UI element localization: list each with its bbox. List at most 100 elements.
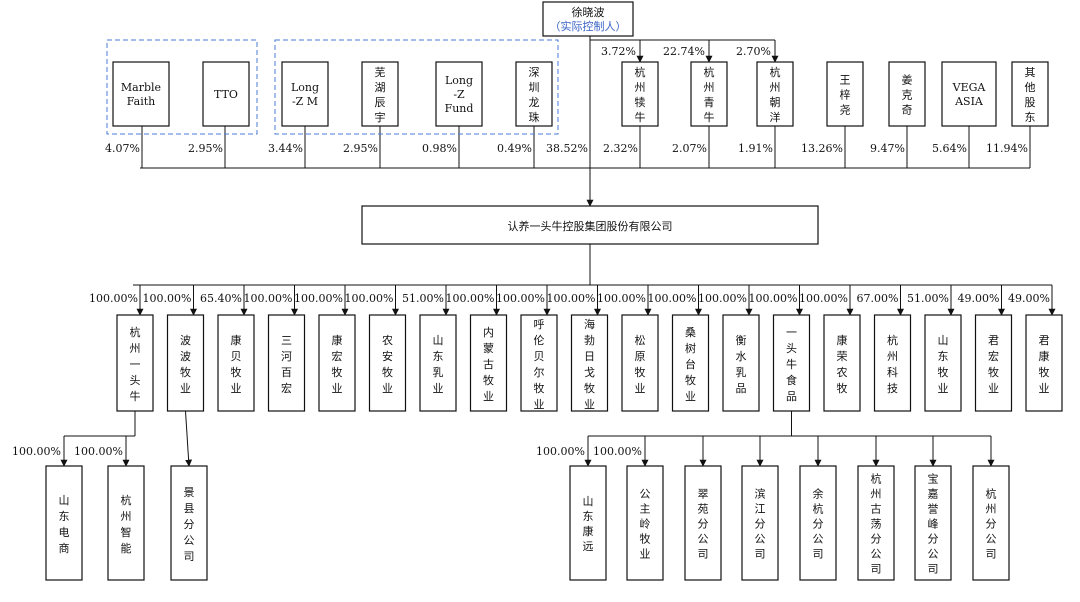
shareholder-box [888, 61, 926, 127]
subsidiary-pct: 49.00% [1008, 292, 1050, 305]
food-sub-box [972, 465, 1010, 581]
food-sub-box [857, 465, 895, 581]
subsidiary-name: 一头牛食品 [786, 326, 797, 403]
shareholder-box [112, 61, 170, 127]
subsidiary-box [217, 314, 255, 412]
shareholder-name: 其他股东 [1025, 66, 1036, 124]
subsidiary-box [974, 314, 1013, 412]
subsidiary-box [823, 314, 861, 412]
food-sub-box [799, 465, 837, 581]
food-sub-box [569, 465, 607, 581]
subsidiary-name: 呼伦贝尔牧业 [534, 318, 545, 411]
subsidiary-pct: 100.00% [749, 292, 798, 305]
subsidiary-pct: 51.00% [402, 292, 444, 305]
shareholder-box [690, 61, 728, 127]
food-sub-name: 滨江分公司 [755, 487, 766, 561]
shareholder-pct: 1.91% [738, 142, 773, 155]
shareholder-box [621, 61, 659, 127]
subsidiary-name: 波波牧业 [180, 334, 191, 395]
shareholder-name: 杭州犊牛 [635, 65, 646, 124]
subsidiary-box [873, 314, 912, 412]
shareholder-box [281, 61, 329, 127]
shareholder-pct: 2.95% [343, 142, 378, 155]
shareholder-pct: 0.98% [422, 142, 457, 155]
subsidiary-box [166, 314, 205, 412]
subsidiary-name: 山东乳业 [433, 334, 444, 395]
shareholder-box [361, 61, 399, 127]
subsidiary-box [318, 314, 356, 412]
subsidiary-box [1025, 314, 1063, 412]
entity-boxes [45, 1, 1063, 581]
food-sub-name: 宝嘉誉峰分公司 [928, 472, 939, 576]
food-sub-name: 杭州分公司 [986, 487, 997, 561]
controller-role: （实际控制人） [550, 19, 627, 33]
food-sub-name: 山东康远 [583, 495, 594, 553]
food-sub-box [914, 465, 952, 581]
controller-direct-pct: 38.52% [546, 142, 588, 155]
company-box [361, 205, 819, 245]
subsidiary-name: 衡水乳品 [736, 334, 747, 395]
subsidiary-pct: 100.00% [799, 292, 848, 305]
shareholder-pct: 2.32% [603, 142, 638, 155]
shareholder-name: 杭州朝洋 [770, 65, 781, 124]
subsidiary-pct: 100.00% [345, 292, 394, 305]
subsidiary-box [621, 314, 659, 412]
subsidiary-box [267, 314, 306, 412]
food-sub-pct: 100.00% [593, 445, 642, 458]
subsidiary-box [772, 314, 811, 412]
subsidiary-name: 海勃日戈牧业 [584, 317, 595, 411]
subsidiary-name: 君康牧业 [1039, 334, 1050, 395]
food-sub-pct: 100.00% [536, 445, 585, 458]
shareholder-name: 芜湖辰宇 [375, 65, 386, 124]
subsidiary-pct: 100.00% [547, 292, 596, 305]
shareholder-pct: 2.07% [672, 142, 707, 155]
subsidiary-pct: 100.00% [294, 292, 343, 305]
hz-sub-box [107, 465, 145, 581]
subsidiary-name: 康贝牧业 [231, 333, 242, 395]
subsidiary-pct: 67.00% [857, 292, 899, 305]
food-sub-name: 翠苑分公司 [698, 488, 709, 561]
subsidiary-box [924, 314, 962, 412]
connector-lines [60, 36, 1056, 467]
shareholder-box [1011, 61, 1049, 127]
foreign-investor-group [106, 39, 258, 135]
shareholder-pct: 5.64% [932, 142, 967, 155]
food-sub-name: 杭州古荡分公司 [871, 472, 882, 576]
subsidiary-name: 康宏牧业 [332, 333, 343, 395]
shareholder-box [435, 61, 483, 127]
subsidiary-pct: 100.00% [496, 292, 545, 305]
shareholder-box [941, 61, 997, 127]
subsidiary-name: 内蒙古牧业 [483, 325, 494, 403]
subsidiary-box [368, 314, 407, 412]
subsidiary-box [469, 314, 508, 412]
subsidiary-name: 康荣农牧 [837, 333, 848, 395]
controller-box [542, 1, 634, 37]
shareholder-box [756, 61, 794, 127]
shareholder-box [202, 61, 250, 127]
food-sub-box [684, 465, 722, 581]
shareholder-pct: 9.47% [870, 142, 905, 155]
subsidiary-name: 君宏牧业 [988, 334, 999, 395]
controller-holding-pct: 2.70% [736, 45, 771, 58]
hz-sub-box [45, 465, 83, 581]
shareholder-name: 姜克奇 [902, 73, 913, 117]
subsidiary-box [116, 314, 154, 412]
shareholder-name: 王梓尧 [840, 74, 851, 117]
shareholder-box [826, 61, 864, 127]
subsidiary-pct: 100.00% [143, 292, 192, 305]
subsidiary-name: 杭州科技 [887, 333, 898, 395]
hz-sub-name: 山东电商 [59, 494, 70, 555]
subsidiary-box [570, 314, 609, 412]
shareholder-name: 深圳龙珠 [529, 66, 540, 124]
hz-sub-pct: 100.00% [12, 445, 61, 458]
food-sub-name: 余杭分公司 [813, 487, 824, 561]
subsidiary-box [722, 314, 760, 412]
subsidiary-pct: 49.00% [958, 292, 1000, 305]
controller-name: 徐晓波 [572, 5, 605, 19]
food-sub-name: 公主岭牧业 [640, 488, 651, 561]
